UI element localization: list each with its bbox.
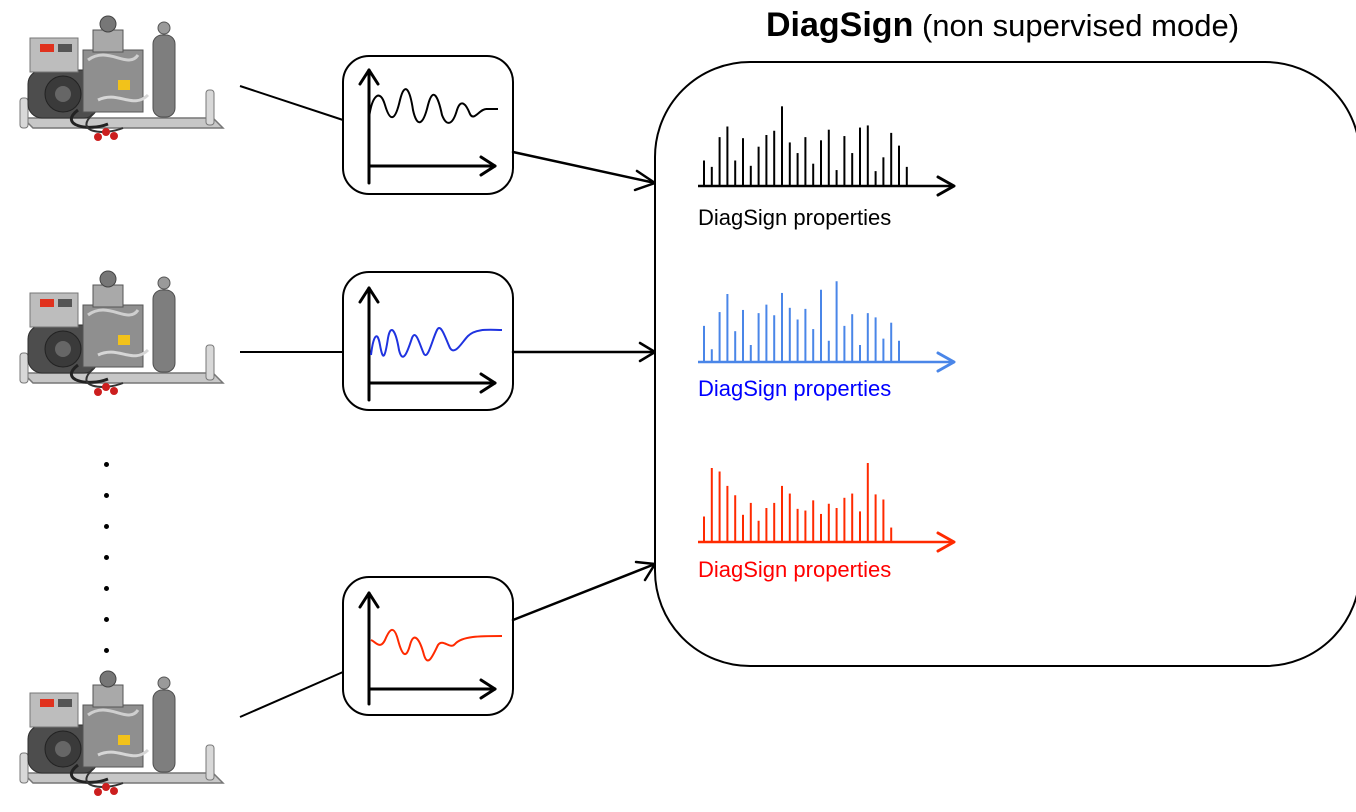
spectrum-top-arrowhead	[936, 175, 956, 197]
ellipsis-dot	[104, 462, 109, 467]
ellipsis-dot	[104, 617, 109, 622]
signal-box-top	[342, 55, 514, 195]
spectrum-label-top: DiagSign properties	[698, 205, 892, 230]
signal-wave-bottom	[370, 628, 503, 662]
signal-box-middle	[342, 271, 514, 411]
compressor-middle-image	[18, 269, 225, 398]
diagsign-panel	[654, 61, 1356, 667]
signal-wave-top	[368, 88, 498, 124]
title-mode: (non supervised mode)	[921, 8, 1240, 43]
compressor-bottom-image	[18, 669, 225, 798]
arrow-signal2-to-diagsign	[511, 341, 657, 363]
spectrum-label-bottom: DiagSign properties	[698, 557, 892, 582]
diagram-title: DiagSign (non supervised mode)	[766, 6, 1239, 45]
spectrum-middle-arrowhead	[936, 351, 956, 373]
signal-wave-middle	[370, 327, 503, 358]
signal-axes-middle	[358, 286, 497, 402]
spectrum-bottom-arrowhead	[936, 531, 956, 553]
ellipsis-dot	[104, 555, 109, 560]
compressor-top-image	[18, 14, 225, 143]
ellipsis-dot	[104, 586, 109, 591]
connector-machine3-signal3	[239, 671, 344, 718]
arrow-signal3-to-diagsign	[511, 560, 657, 622]
signal-box-bottom	[342, 576, 514, 716]
ellipsis-dot	[104, 493, 109, 498]
spectrum-label-middle: DiagSign properties	[698, 376, 892, 401]
ellipsis-dot	[104, 648, 109, 653]
arrow-signal1-to-diagsign	[511, 150, 657, 192]
ellipsis-dot	[104, 524, 109, 529]
signal-axes-bottom	[358, 591, 497, 706]
signal-axes-top	[358, 68, 497, 185]
connector-machine1-signal1	[239, 85, 344, 121]
title-diagsign: DiagSign	[766, 6, 914, 44]
spectra-layer	[698, 106, 956, 553]
